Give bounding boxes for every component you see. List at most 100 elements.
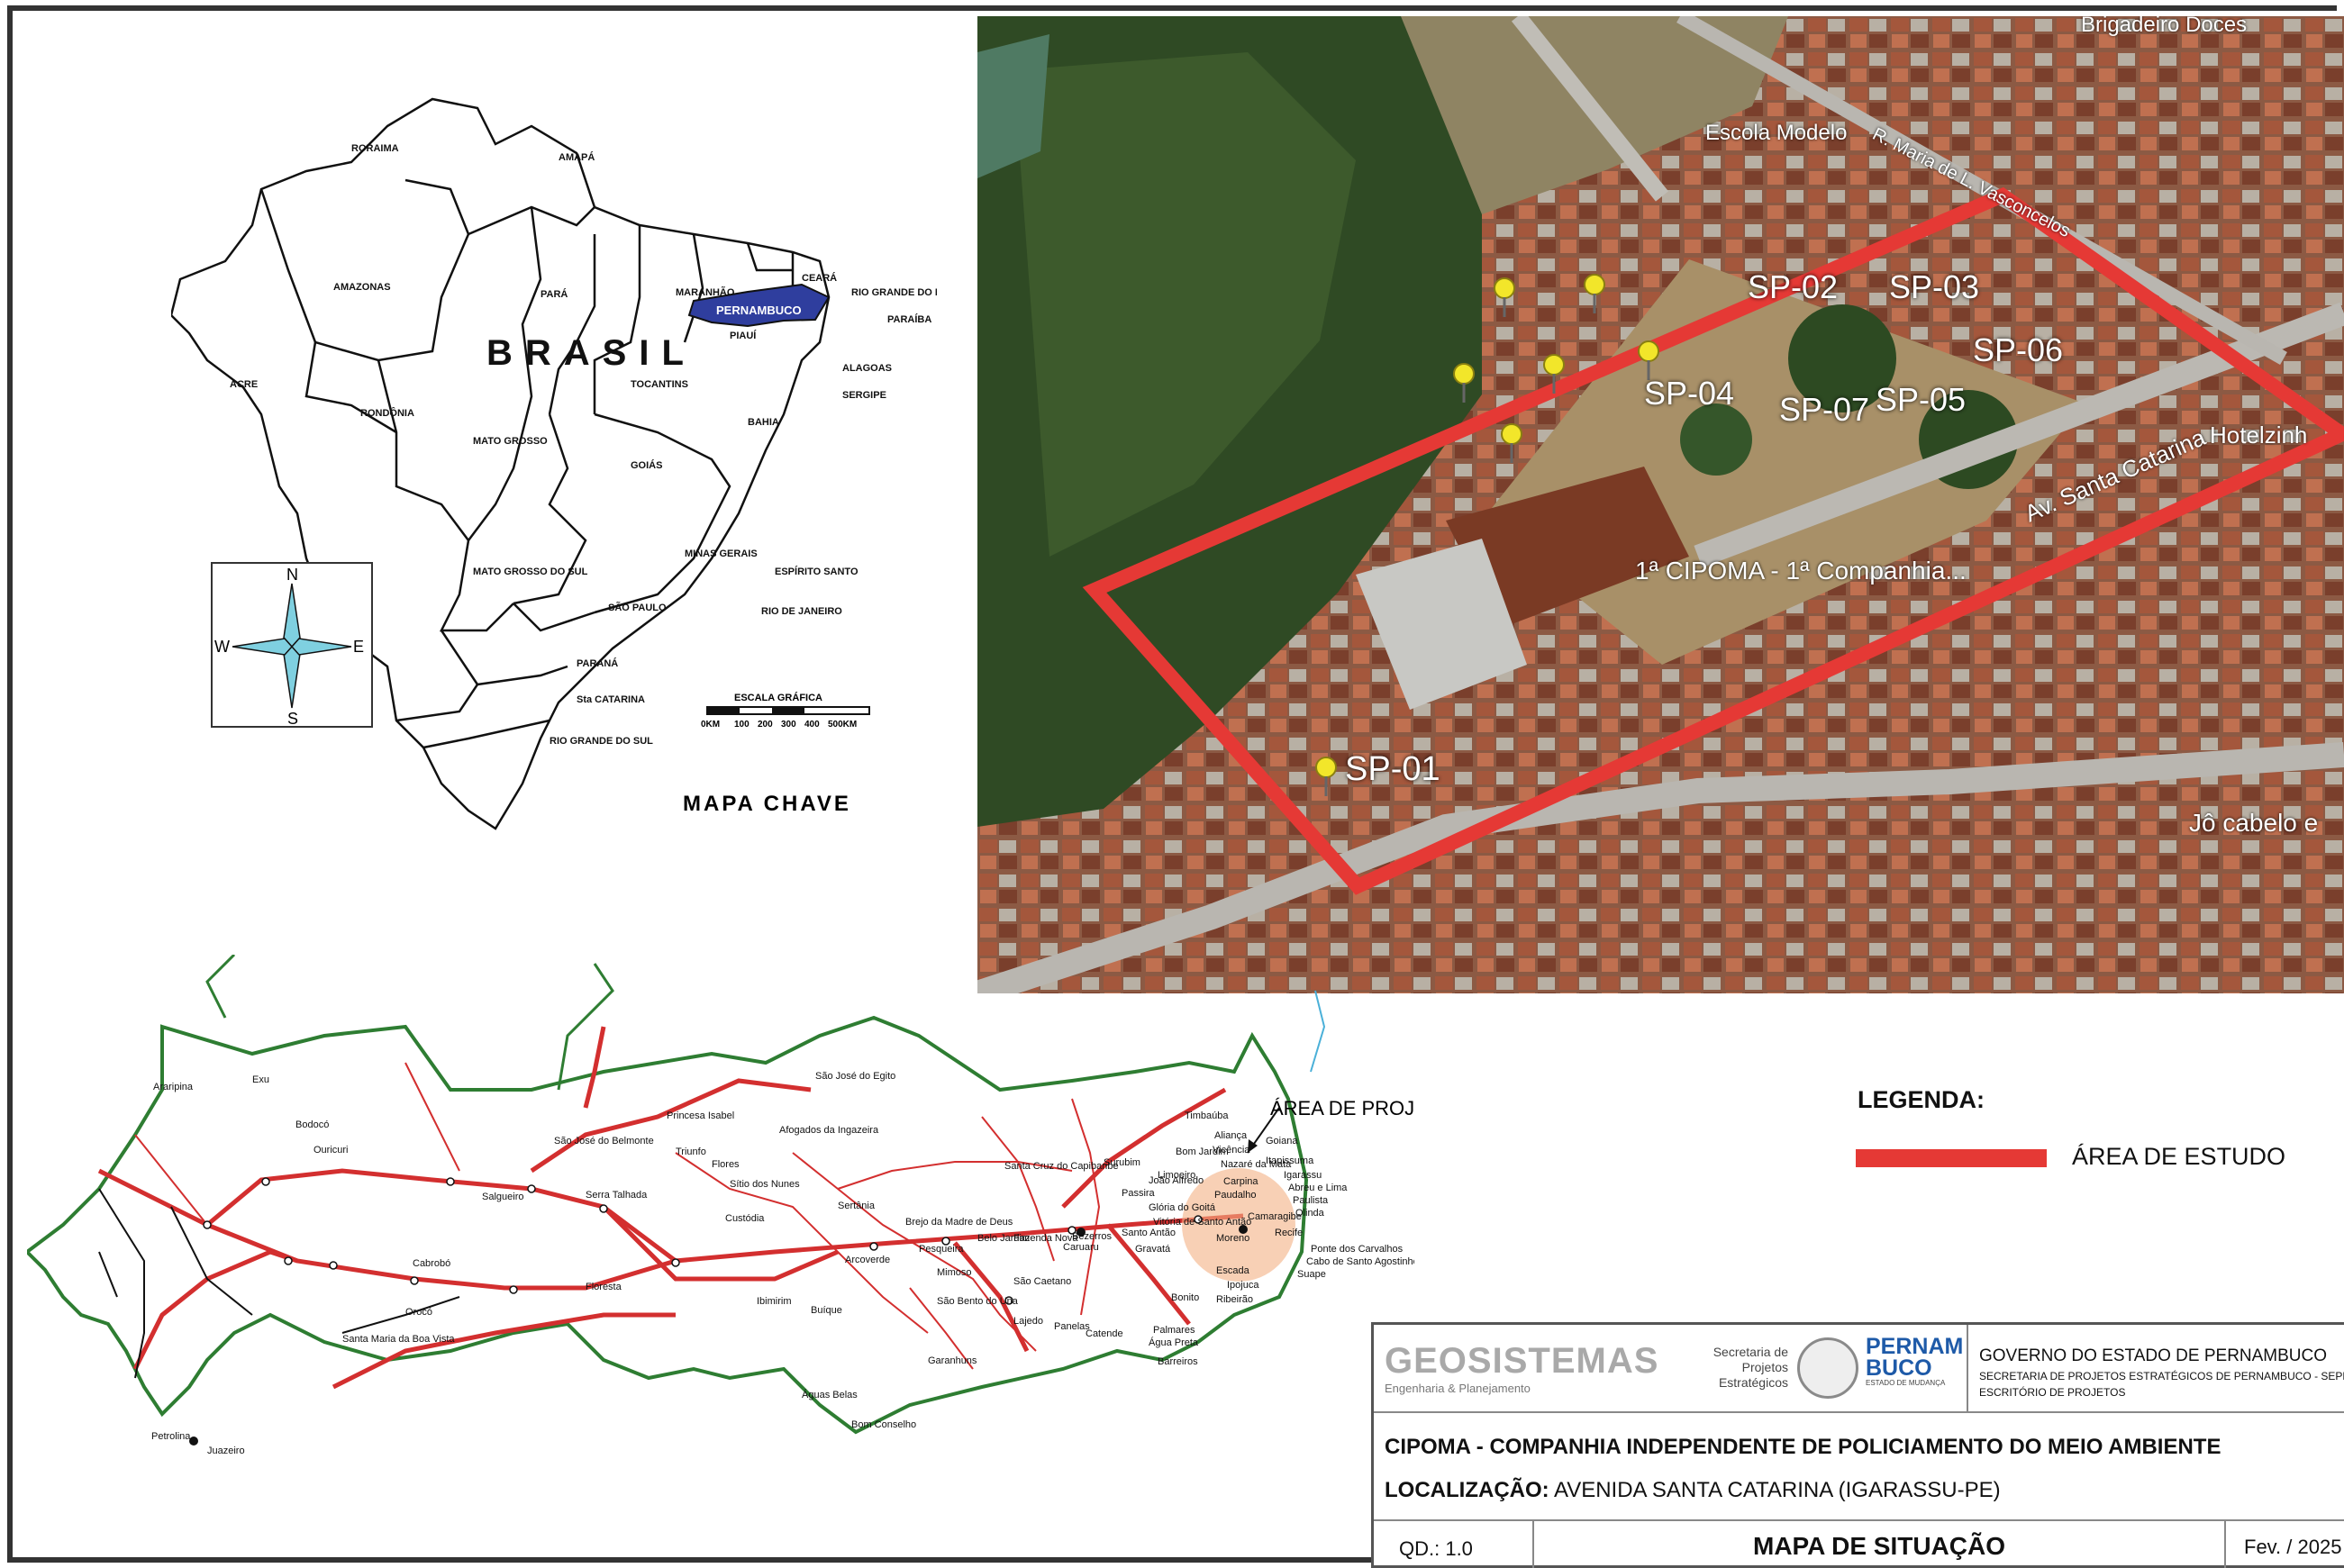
city-label: Ipojuca — [1227, 1280, 1259, 1291]
state-label: AMAZONAS — [333, 282, 391, 293]
city-label: Serra Talhada — [586, 1190, 648, 1201]
pernambuco-road-map: ÁREA DE PROJETO Araripina Exu Bodocó Our… — [27, 955, 1414, 1456]
title-block-sheet-row: QD.: 1.0 MAPA DE SITUAÇÃO Fev. / 2025 — [1374, 1521, 2344, 1568]
sheet-number-cell: QD.: 1.0 — [1374, 1521, 1534, 1568]
point-label: SP-03 — [1889, 268, 1980, 305]
state-label: RORAIMA — [351, 143, 399, 154]
state-border — [27, 1015, 1309, 1435]
city-label: Floresta — [586, 1282, 622, 1292]
country-label: BRASIL — [486, 333, 696, 373]
state-label: AMAPÁ — [559, 151, 595, 163]
state-label: Sta CATARINA — [577, 694, 645, 705]
city-label: Vicência — [1213, 1145, 1250, 1156]
city-label: João Alfredo — [1149, 1175, 1204, 1186]
pin-icon — [1498, 423, 1525, 467]
city-label: Juazeiro — [207, 1446, 245, 1456]
city-label: Camaragibe — [1248, 1211, 1302, 1222]
city-label: Bodocó — [295, 1119, 329, 1130]
city-label: Ribeirão — [1216, 1294, 1253, 1305]
city-label: Água Preta — [1149, 1337, 1199, 1348]
city-label: Águas Belas — [802, 1389, 858, 1400]
city-label: Buíque — [811, 1305, 842, 1316]
city-label: Sítio dos Nunes — [730, 1179, 800, 1190]
city-label: Sertânia — [838, 1201, 876, 1211]
gov-logo-subtext: ESTADO DE MUDANÇA — [1866, 1379, 1946, 1387]
sheet-number: QD.: 1.0 — [1399, 1537, 1473, 1560]
city-label: Escada — [1216, 1265, 1250, 1276]
city-label: Suape — [1297, 1269, 1326, 1280]
state-label: SÃO PAULO — [608, 602, 667, 613]
city-label: São José do Egito — [815, 1071, 895, 1082]
state-label: RIO GRANDE DO SUL — [550, 736, 653, 747]
city-label: Ponte dos Carvalhos — [1311, 1244, 1404, 1255]
title-block-project-row: CIPOMA - COMPANHIA INDEPENDENTE DE POLIC… — [1374, 1413, 2344, 1521]
legend-swatch-study-area — [1856, 1149, 2047, 1167]
state-label: BAHIA — [748, 417, 779, 428]
city-label: Nazaré da Mata — [1221, 1159, 1292, 1170]
location-label: LOCALIZAÇÃO: — [1385, 1478, 1549, 1502]
satellite-image: SP-01 SP-02 SP-03 SP-04 SP-05 SP-06 SP-0… — [977, 16, 2344, 993]
city-label: Fazenda Nova — [1013, 1233, 1078, 1244]
state-label: MATO GROSSO DO SUL — [473, 566, 588, 577]
state-label: MATO GROSSO — [473, 436, 548, 447]
gov-office: ESCRITÓRIO DE PROJETOS — [1979, 1386, 2126, 1399]
city-label: Custódia — [725, 1213, 765, 1224]
city-label: Ibimirim — [757, 1296, 792, 1307]
scale-title: ESCALA GRÁFICA — [734, 692, 822, 703]
scale-tick: 500KM — [828, 720, 857, 730]
state-label: GOIÁS — [631, 459, 662, 471]
city-label: Flores — [712, 1159, 740, 1170]
compass-rose-icon: N S E W — [214, 566, 364, 728]
city-label: Cabo de Santo Agostinho — [1306, 1256, 1414, 1267]
city-label: Pesqueira — [919, 1244, 964, 1255]
gov-name: GOVERNO DO ESTADO DE PERNAMBUCO — [1979, 1346, 2328, 1365]
state-label: PARANÁ — [577, 657, 618, 669]
city-label: Abreu e Lima — [1288, 1183, 1348, 1193]
city-label: Igarassu — [1284, 1170, 1322, 1181]
city-label: Moreno — [1216, 1233, 1249, 1244]
compass-w: W — [214, 638, 230, 656]
state-label: PARÁ — [541, 288, 568, 300]
logo-text: GEOSISTEMAS — [1385, 1341, 1659, 1381]
state-label: RIO DE JANEIRO — [761, 606, 842, 617]
city-label: Recife — [1275, 1228, 1303, 1238]
city-label: Timbaúba — [1185, 1110, 1229, 1121]
pin-icon — [1450, 363, 1477, 407]
pin-icon — [1540, 354, 1567, 398]
title-block: GEOSISTEMAS Engenharia & Planejamento Se… — [1371, 1322, 2344, 1568]
pin-icon — [1313, 757, 1340, 801]
city-label: Barreiros — [1158, 1356, 1198, 1367]
city-label: Princesa Isabel — [667, 1110, 734, 1121]
legend-title: LEGENDA: — [1858, 1086, 1985, 1113]
brazil-key-map: PERNAMBUCO BRASIL RORAIMA AMAPÁ AMAZONAS… — [171, 97, 937, 830]
state-label: ALAGOAS — [842, 363, 892, 374]
scale-tick: 300 — [781, 720, 796, 730]
compass-s: S — [287, 710, 298, 726]
coat-of-arms-icon — [1797, 1337, 1858, 1399]
city-label: Bonito — [1171, 1292, 1199, 1303]
city-label: Paulista — [1293, 1195, 1329, 1206]
state-label: CEARÁ — [802, 272, 837, 284]
point-label: SP-06 — [1973, 331, 2064, 368]
place-label: Escola Modelo — [1705, 121, 1848, 145]
city-label: São Caetano — [1013, 1276, 1071, 1287]
scale-tick: 100 — [734, 720, 750, 730]
project-location: LOCALIZAÇÃO: AVENIDA SANTA CATARINA (IGA… — [1385, 1478, 2001, 1503]
city-label: Palmares — [1153, 1325, 1195, 1336]
place-label: Jô cabelo e — [2189, 809, 2319, 837]
compass-box: N S E W — [211, 562, 373, 728]
project-area-label: ÁREA DE PROJETO — [1270, 1097, 1414, 1119]
state-label: ACRE — [230, 379, 258, 390]
brazil-outline — [171, 97, 831, 830]
city-label: Petrolina — [151, 1431, 191, 1442]
state-label: MARANHÃO — [676, 286, 735, 298]
logo-subtext: Engenharia & Planejamento — [1385, 1382, 1531, 1395]
pin-icon — [1581, 274, 1608, 318]
city-label: Garanhuns — [928, 1355, 977, 1366]
place-label: Hotelzinh — [2210, 421, 2308, 449]
geosistemas-logo: GEOSISTEMAS Engenharia & Planejamento — [1385, 1341, 1659, 1399]
state-label: ESPÍRITO SANTO — [775, 566, 859, 577]
city-label: Cabrobó — [413, 1258, 450, 1269]
state-label: TOCANTINS — [631, 379, 688, 390]
city-label: Santa Maria da Boa Vista — [342, 1334, 455, 1345]
